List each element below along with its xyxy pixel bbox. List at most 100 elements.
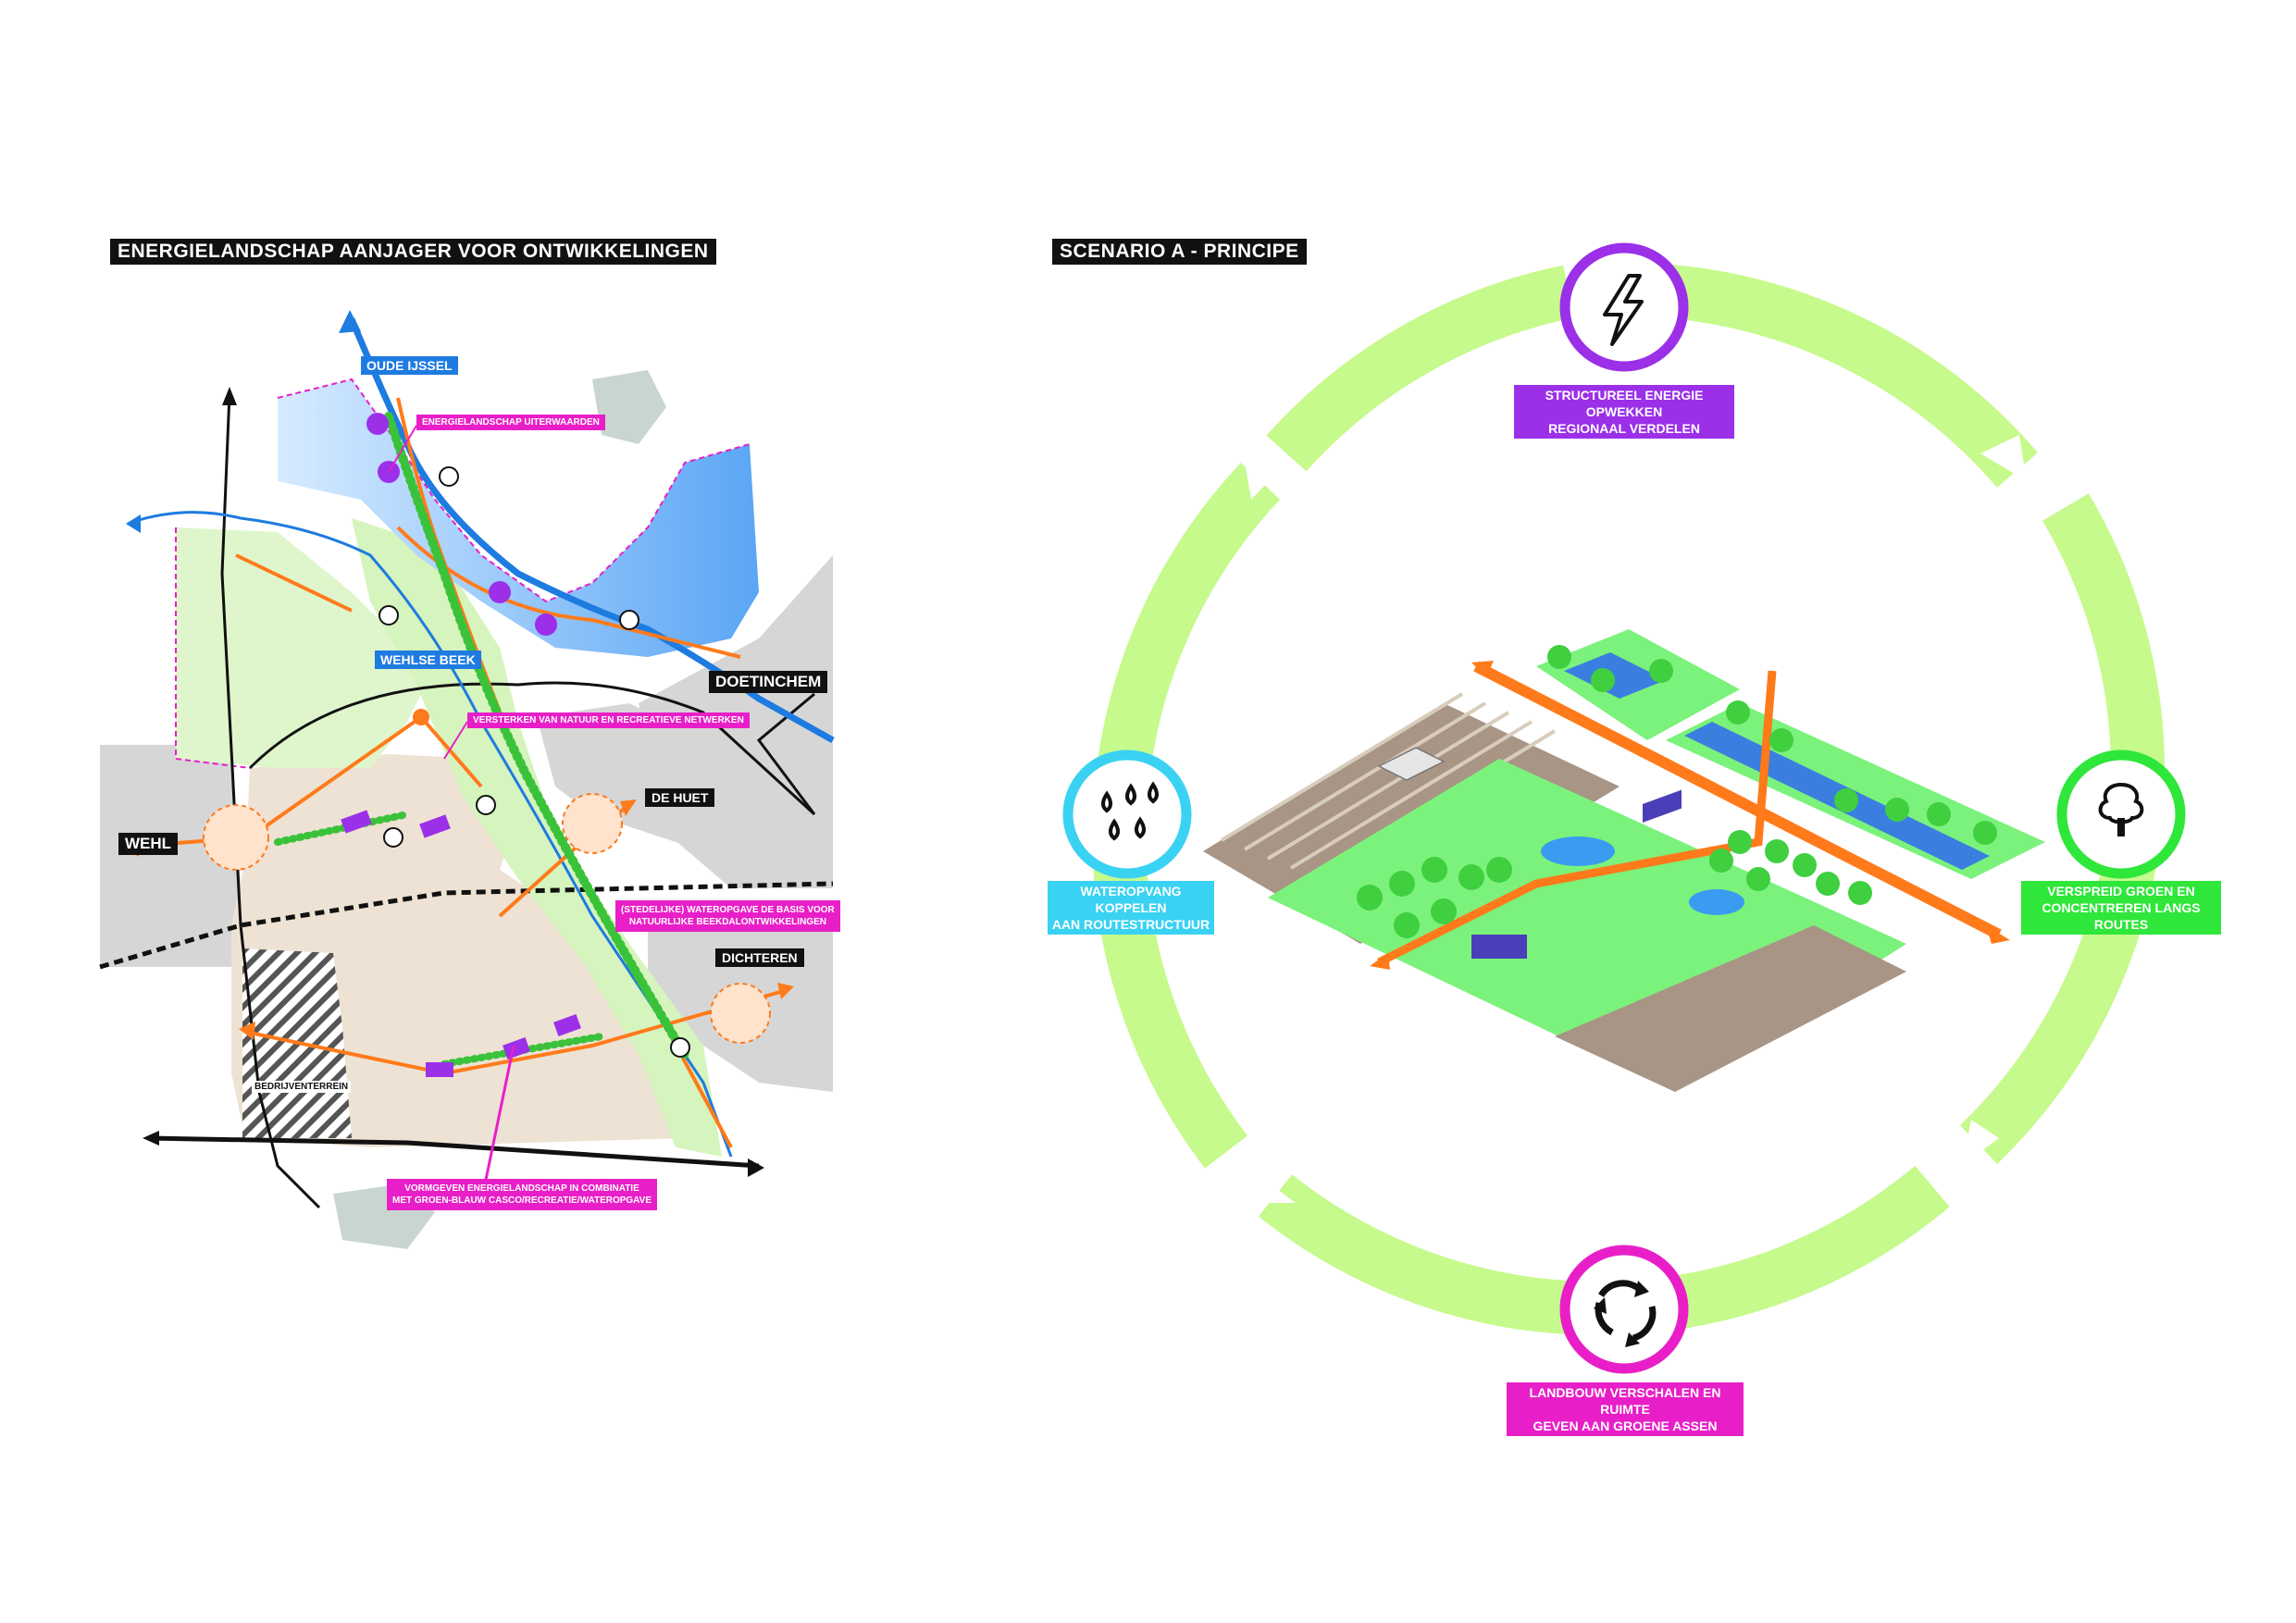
route-arrow-dichteren	[777, 983, 794, 999]
label-bedrijventerrein: BEDRIJVENTERREIN	[252, 1081, 352, 1093]
cycle-arc-top-right	[1668, 265, 2038, 488]
label-de-huet: DE HUET	[645, 788, 715, 807]
label-wateropgave-line2: NATUURLIJKE BEEKDALONTWIKKELINGEN	[628, 917, 826, 927]
label-energie: STRUCTUREEL ENERGIE OPWEKKEN REGIONAAL V…	[1514, 385, 1734, 439]
label-energie-line2: REGIONAAL VERDELEN	[1548, 421, 1700, 436]
cycle-arrow	[1240, 435, 1286, 500]
landscape-road-arrow	[1986, 925, 2010, 944]
stream-wehlse-beek	[129, 511, 733, 1158]
label-groen-line2: CONCENTREREN LANGS ROUTES	[2042, 900, 2201, 932]
label-groen-line1: VERSPREID GROEN EN	[2047, 884, 2195, 898]
tree-marker	[383, 827, 403, 848]
natural-green-area	[176, 527, 435, 768]
callout-line-versterken	[443, 721, 468, 760]
canal	[1564, 652, 1666, 699]
wind-turbine	[535, 613, 557, 636]
label-wehlse-beek: WEHLSE BEEK	[375, 650, 481, 669]
wehl-urban-area	[100, 745, 241, 967]
zone-de-huet	[562, 793, 623, 854]
road-arrow-west	[143, 1131, 159, 1146]
label-vormgeven-line1: VORMGEVEN ENERGIELANDSCHAP IN COMBINATIE	[404, 1183, 639, 1194]
stream-arrow-west	[126, 514, 141, 533]
tree-icon	[2098, 782, 2144, 836]
wind-turbine	[489, 581, 511, 603]
left-title: ENERGIELANDSCHAP AANJAGER VOOR ONTWIKKEL…	[110, 239, 716, 265]
label-groen: VERSPREID GROEN EN CONCENTREREN LANGS RO…	[2021, 881, 2221, 935]
tree-marker	[476, 795, 496, 815]
solar-panel	[1643, 789, 1682, 823]
route-north-orange	[235, 553, 353, 613]
stream-green-belt	[352, 518, 722, 1157]
callout-line-uiterwaarden	[388, 425, 417, 473]
zone-wehl	[203, 804, 269, 871]
node-water-circle	[1062, 750, 1192, 879]
green-area-border	[175, 527, 251, 769]
landscape-road-orange	[1376, 670, 1777, 967]
north-village-area	[592, 370, 666, 444]
landscape-road-orange	[1473, 661, 2002, 940]
green-corridor-wehl	[274, 811, 411, 846]
label-dichteren: DICHTEREN	[715, 948, 804, 967]
tree-marker	[619, 610, 639, 630]
landscape-road-arrow	[1370, 953, 1390, 970]
de-huet-urban-area	[537, 703, 740, 851]
pond	[1689, 889, 1744, 915]
wind-turbine	[366, 413, 389, 435]
label-landbouw-line2: GEVEN AAN GROENE ASSEN	[1533, 1419, 1718, 1433]
route-arrow-huet	[620, 799, 637, 816]
road-west	[220, 392, 321, 1209]
field-south	[1555, 925, 1906, 1092]
green-corridor-main	[384, 412, 689, 1059]
energy-block	[419, 814, 451, 838]
water-drops-icon	[1101, 781, 1159, 841]
pond	[1541, 836, 1615, 866]
right-title: SCENARIO A - PRINCIPE	[1052, 239, 1307, 265]
label-water-line2: AAN ROUTESTRUCTUUR	[1051, 917, 1210, 932]
route-wehl-orange	[129, 714, 483, 849]
label-water: WATEROPVANG KOPPELEN AAN ROUTESTRUCTUUR	[1048, 881, 1214, 935]
river-oude-ijssel	[348, 317, 835, 744]
zone-dichteren	[710, 983, 771, 1044]
road-doetinchem	[756, 692, 816, 815]
label-uiterwaarden: ENERGIELANDSCHAP UITERWAARDEN	[416, 415, 605, 430]
label-wehl: WEHL	[118, 833, 179, 855]
node-agri-circle	[1559, 1245, 1689, 1374]
label-wateropgave: (STEDELIJKE) WATEROPGAVE DE BASIS VOOR N…	[615, 900, 840, 932]
label-doetinchem: DOETINCHEM	[709, 671, 828, 693]
callout-line-vormgeven	[484, 1045, 515, 1181]
landscape-road-arrow	[1471, 661, 1494, 677]
recycle-arrows-icon	[1594, 1280, 1657, 1347]
cycle-arrow	[1249, 1175, 1296, 1203]
label-versterken: VERSTERKEN VAN NATUUR EN RECREATIEVE NET…	[467, 712, 750, 728]
energy-block	[553, 1014, 581, 1036]
label-landbouw: LANDBOUW VERSCHALEN EN RUIMTE GEVEN AAN …	[1507, 1382, 1744, 1436]
energy-block	[341, 810, 372, 834]
isometric-landscape	[1203, 629, 2045, 1092]
tree-marker	[670, 1037, 690, 1058]
floodplain-border	[277, 378, 751, 603]
tree-marker	[379, 605, 399, 626]
route-node-wehlse-beek	[413, 709, 429, 725]
label-wateropgave-line1: (STEDELIJKE) WATEROPGAVE DE BASIS VOOR	[621, 905, 835, 915]
cycle-arrow	[1980, 435, 2027, 481]
label-landbouw-line1: LANDBOUW VERSCHALEN EN RUIMTE	[1529, 1385, 1721, 1417]
label-oude-ijssel: OUDE IJSSEL	[361, 356, 458, 375]
label-vormgeven-line2: MET GROEN-BLAUW CASCO/RECREATIE/WATEROPG…	[392, 1196, 652, 1206]
road-arrow-north	[222, 387, 237, 405]
road-arrow-east	[748, 1158, 764, 1177]
river-arrow-north	[339, 310, 361, 333]
barn	[1377, 747, 1446, 781]
label-vormgeven: VORMGEVEN ENERGIELANDSCHAP IN COMBINATIE…	[387, 1179, 657, 1210]
tree-marker	[439, 466, 459, 487]
energy-block	[503, 1037, 530, 1059]
road-south	[147, 1135, 760, 1169]
cycle-arrow	[1962, 1120, 1999, 1166]
energy-block	[426, 1062, 453, 1077]
cycle-arc-top-left	[1266, 265, 1574, 472]
solar-panel	[1471, 935, 1527, 959]
lightning-icon	[1603, 274, 1644, 346]
label-water-line1: WATEROPVANG KOPPELEN	[1080, 884, 1182, 915]
label-energie-line1: STRUCTUREEL ENERGIE OPWEKKEN	[1545, 388, 1704, 419]
road-center	[248, 681, 816, 816]
